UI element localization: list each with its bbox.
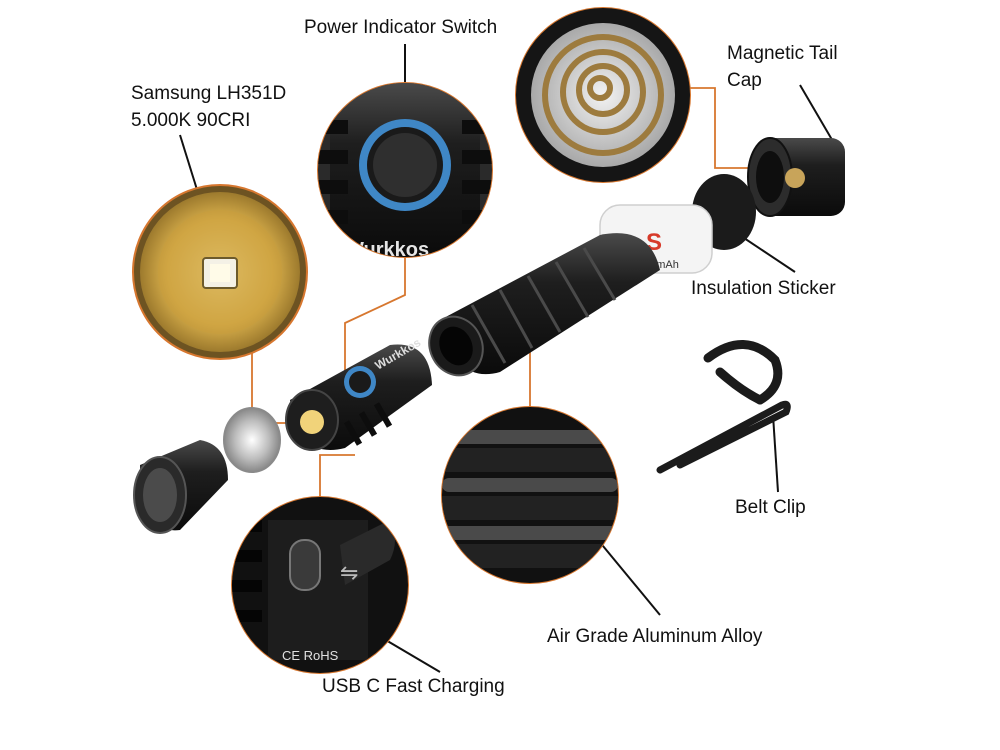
usb-detail-circle: ⇋ CE RoHS [231,496,409,674]
magnetic-tail-cap [747,137,845,217]
label-tail-cap-line-1: Magnetic Tail [727,43,838,64]
label-power-indicator-switch: Power Indicator Switch [304,17,498,38]
leader-switch-to-head [344,257,406,375]
usb-symbol-icon: ⇋ [340,561,358,586]
label-magnetic-tail-cap: Magnetic Tail Cap [727,40,838,94]
label-usb-c-charging: USB C Fast Charging [322,676,505,697]
callout-belt-clip [772,414,779,493]
bezel-ring [133,440,228,534]
spring-coil-icon [542,34,664,156]
label-air-grade-aluminum: Air Grade Aluminum Alloy [547,626,763,647]
label-insulation-sticker: Insulation Sticker [691,278,836,299]
certification-marks: CE RoHS [282,648,339,663]
spring-detail-circle [515,7,691,183]
label-led-line-2: 5.000K 90CRI [131,110,251,131]
power-switch-detail-circle: Wurkkos [317,82,493,261]
brand-mark-switch: Wurkkos [345,239,429,261]
label-belt-clip: Belt Clip [735,497,806,518]
flashlight-body-tube [428,233,660,377]
leader-usb-to-head [319,454,355,497]
alloy-detail-circle [441,406,619,584]
label-samsung-led: Samsung LH351D 5.000K 90CRI [131,80,286,134]
label-led-line-1: Samsung LH351D [131,83,287,104]
belt-clip [656,340,791,474]
label-tail-cap-line-2: Cap [727,70,762,91]
led-detail-circle [132,184,308,360]
flashlight-head: Wurkkos [285,335,432,451]
usb-c-port-icon [289,539,321,591]
reflector [223,407,281,473]
